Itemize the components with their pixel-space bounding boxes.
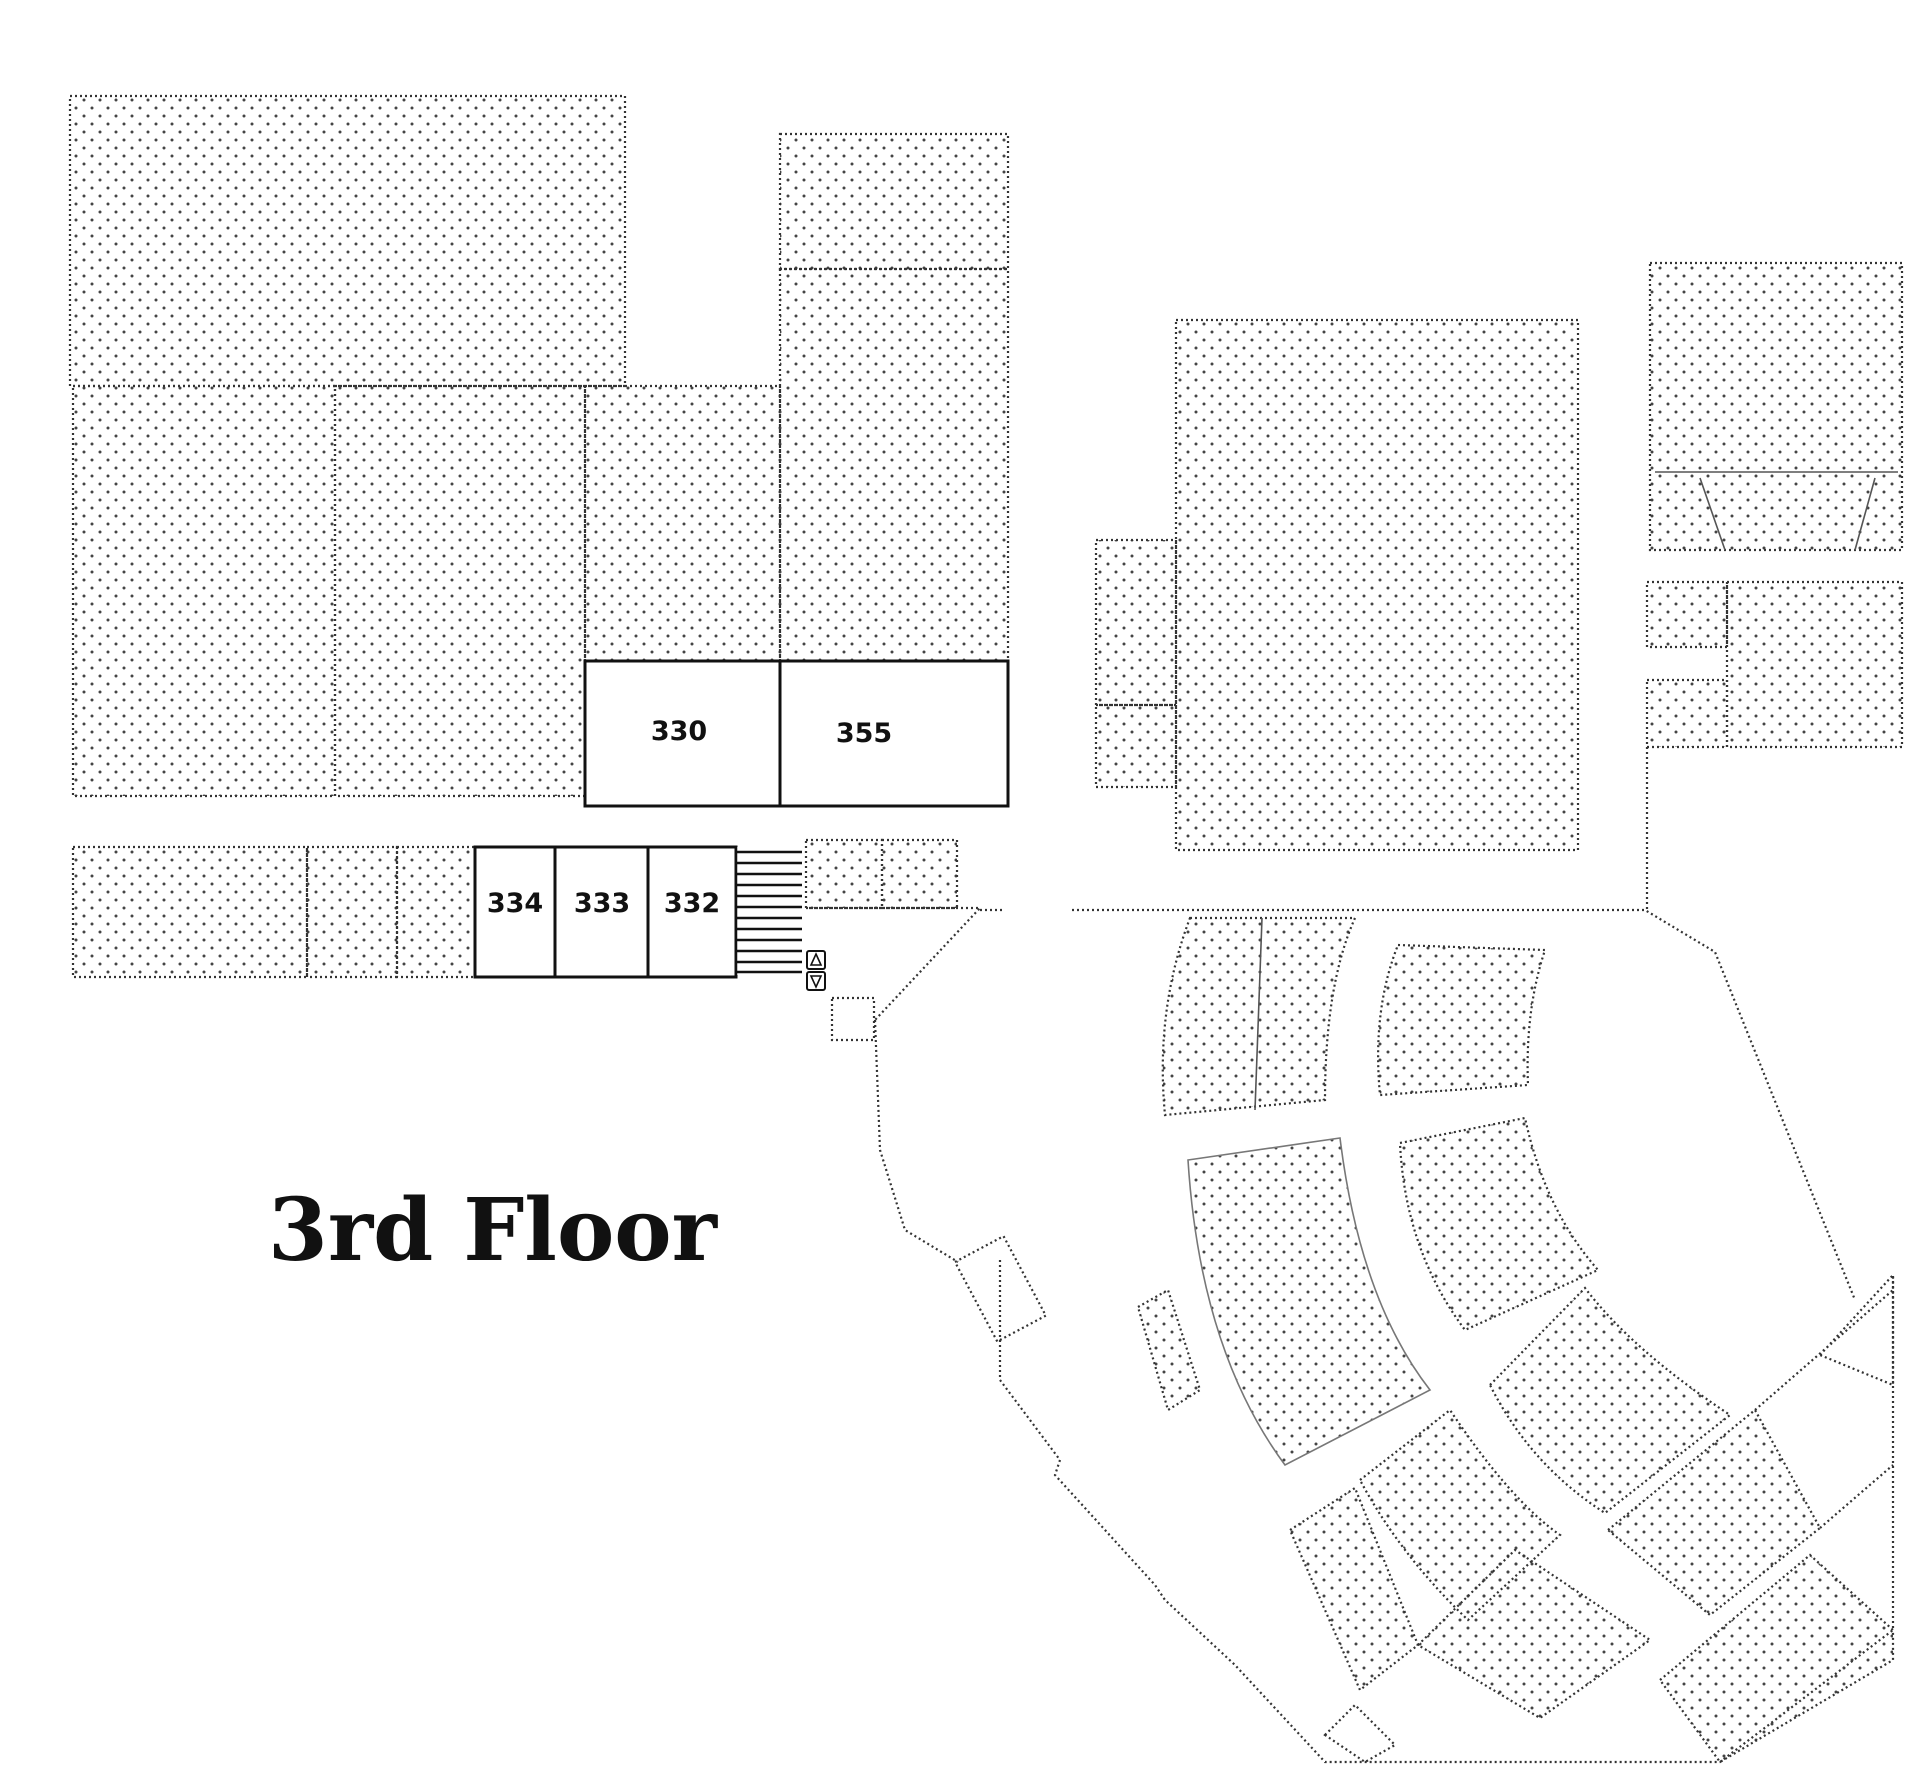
- block-south-a: [71, 845, 309, 979]
- block-hall: [1174, 318, 1580, 852]
- seating-block-1-divider: [1254, 917, 1263, 1111]
- room-330[interactable]: [583, 659, 782, 808]
- triangle-down-icon: [809, 975, 823, 989]
- room-330-label: 330: [651, 716, 707, 747]
- seating-block-10: [1606, 1408, 1822, 1617]
- corridor-south-outline-2: [1072, 908, 1857, 1301]
- elevator-down-button[interactable]: [806, 971, 826, 991]
- block-hall-annex-a: [1094, 538, 1178, 707]
- block-hall-annex-b: [1094, 703, 1178, 789]
- block-west-a: [71, 384, 337, 798]
- block-east-a: [1645, 580, 1729, 649]
- room-332-label: 332: [664, 888, 720, 919]
- block-south-b: [305, 845, 399, 979]
- seating-block-5: [1136, 1288, 1202, 1412]
- corridor-south-outline: [873, 1019, 1895, 1764]
- room-355[interactable]: [778, 659, 1010, 808]
- room-333-label: 333: [574, 888, 630, 919]
- seating-block-11: [1658, 1553, 1895, 1764]
- block-north-tower-top: [778, 132, 1010, 271]
- triangle-up-icon: [809, 952, 823, 966]
- seating-block-2: [1377, 943, 1547, 1097]
- block-south-c: [395, 845, 477, 979]
- stairs-icon: [734, 847, 802, 975]
- block-north-west: [68, 94, 627, 388]
- block-stair-a: [804, 838, 884, 910]
- block-east-b: [1725, 580, 1904, 749]
- room-334[interactable]: [473, 845, 557, 979]
- block-west-c: [583, 384, 782, 663]
- seating-block-4: [1398, 1116, 1600, 1332]
- block-corner-small: [1323, 1703, 1397, 1764]
- corridor-wedge: [806, 906, 983, 1021]
- block-east-c: [1645, 678, 1729, 749]
- block-stair-b: [880, 838, 959, 910]
- block-north-east: [1648, 261, 1904, 552]
- block-north-east-taper: [1699, 477, 1876, 551]
- room-334-label: 334: [487, 888, 543, 919]
- elevator-up-button[interactable]: [806, 950, 826, 970]
- block-west-b: [333, 384, 587, 798]
- seating-block-6: [1488, 1286, 1732, 1515]
- seating-block-9: [1416, 1548, 1652, 1720]
- seating-block-12: [1754, 1272, 1895, 1529]
- block-north-tower: [778, 267, 1010, 664]
- seating-block-3: [1187, 1137, 1432, 1467]
- room-333[interactable]: [553, 845, 650, 979]
- floor-title: 3rd Floor: [268, 1180, 717, 1281]
- block-stair-c: [830, 996, 876, 1042]
- room-355-label: 355: [836, 718, 892, 749]
